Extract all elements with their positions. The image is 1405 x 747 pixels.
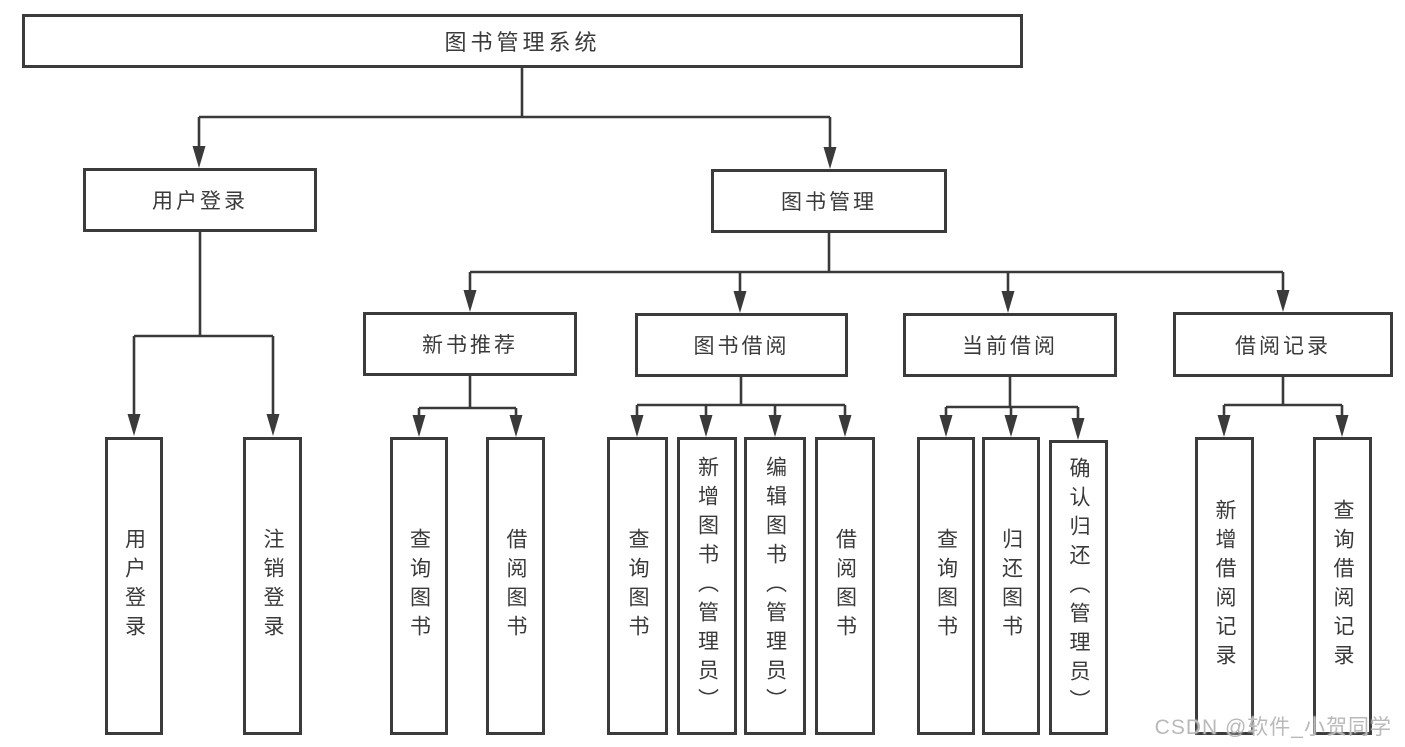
- leaf-label: 归还图书: [999, 528, 1023, 644]
- leaf-borrow-books-recommend: 借阅图书: [486, 437, 545, 735]
- leaf-label: 编辑图书（管理员）: [763, 455, 787, 717]
- csdn-watermark: CSDN @软件_小贺同学: [1154, 716, 1392, 739]
- leaf-edit-book-admin: 编辑图书（管理员）: [744, 437, 806, 735]
- node-label: 借阅记录: [1235, 334, 1331, 358]
- node-book-borrow: 图书借阅: [635, 313, 848, 377]
- leaf-add-borrow-record: 新增借阅记录: [1195, 437, 1254, 735]
- leaf-label: 借阅图书: [833, 528, 857, 644]
- leaf-label: 新增图书（管理员）: [695, 455, 719, 717]
- node-label: 用户登录: [152, 190, 248, 213]
- node-root-library-system: 图书管理系统: [22, 14, 1023, 68]
- leaf-query-books-borrow: 查询图书: [607, 437, 668, 735]
- leaf-logout: 注销登录: [243, 437, 302, 735]
- leaf-query-borrow-record: 查询借阅记录: [1313, 437, 1372, 735]
- leaf-label: 借阅图书: [504, 528, 527, 644]
- leaf-label: 查询借阅记录: [1331, 499, 1354, 673]
- node-label: 图书管理: [781, 191, 877, 214]
- leaf-user-login: 用户登录: [105, 437, 163, 735]
- node-current-borrow: 当前借阅: [903, 313, 1117, 377]
- node-book-management: 图书管理: [711, 169, 947, 233]
- leaf-add-book-admin: 新增图书（管理员）: [677, 437, 737, 735]
- leaf-return-book: 归还图书: [982, 437, 1040, 735]
- node-label: 图书管理系统: [444, 30, 601, 55]
- leaf-query-books-current: 查询图书: [917, 437, 975, 735]
- leaf-borrow-books-borrow: 借阅图书: [815, 437, 875, 735]
- node-label: 图书借阅: [693, 335, 790, 358]
- node-label: 新书推荐: [422, 334, 518, 357]
- node-label: 当前借阅: [962, 335, 1058, 358]
- node-user-login: 用户登录: [83, 168, 317, 232]
- leaf-confirm-return-admin: 确认归还（管理员）: [1049, 440, 1108, 735]
- leaf-label: 查询图书: [626, 528, 649, 644]
- node-new-book-recommend: 新书推荐: [363, 312, 577, 376]
- leaf-query-books-recommend: 查询图书: [390, 437, 448, 735]
- leaf-label: 查询图书: [407, 528, 431, 644]
- leaf-label: 查询图书: [934, 528, 958, 644]
- leaf-label: 用户登录: [122, 528, 146, 644]
- leaf-label: 注销登录: [261, 528, 284, 644]
- node-borrow-records: 借阅记录: [1173, 312, 1393, 377]
- leaf-label: 确认归还（管理员）: [1067, 457, 1090, 718]
- leaf-label: 新增借阅记录: [1213, 499, 1236, 673]
